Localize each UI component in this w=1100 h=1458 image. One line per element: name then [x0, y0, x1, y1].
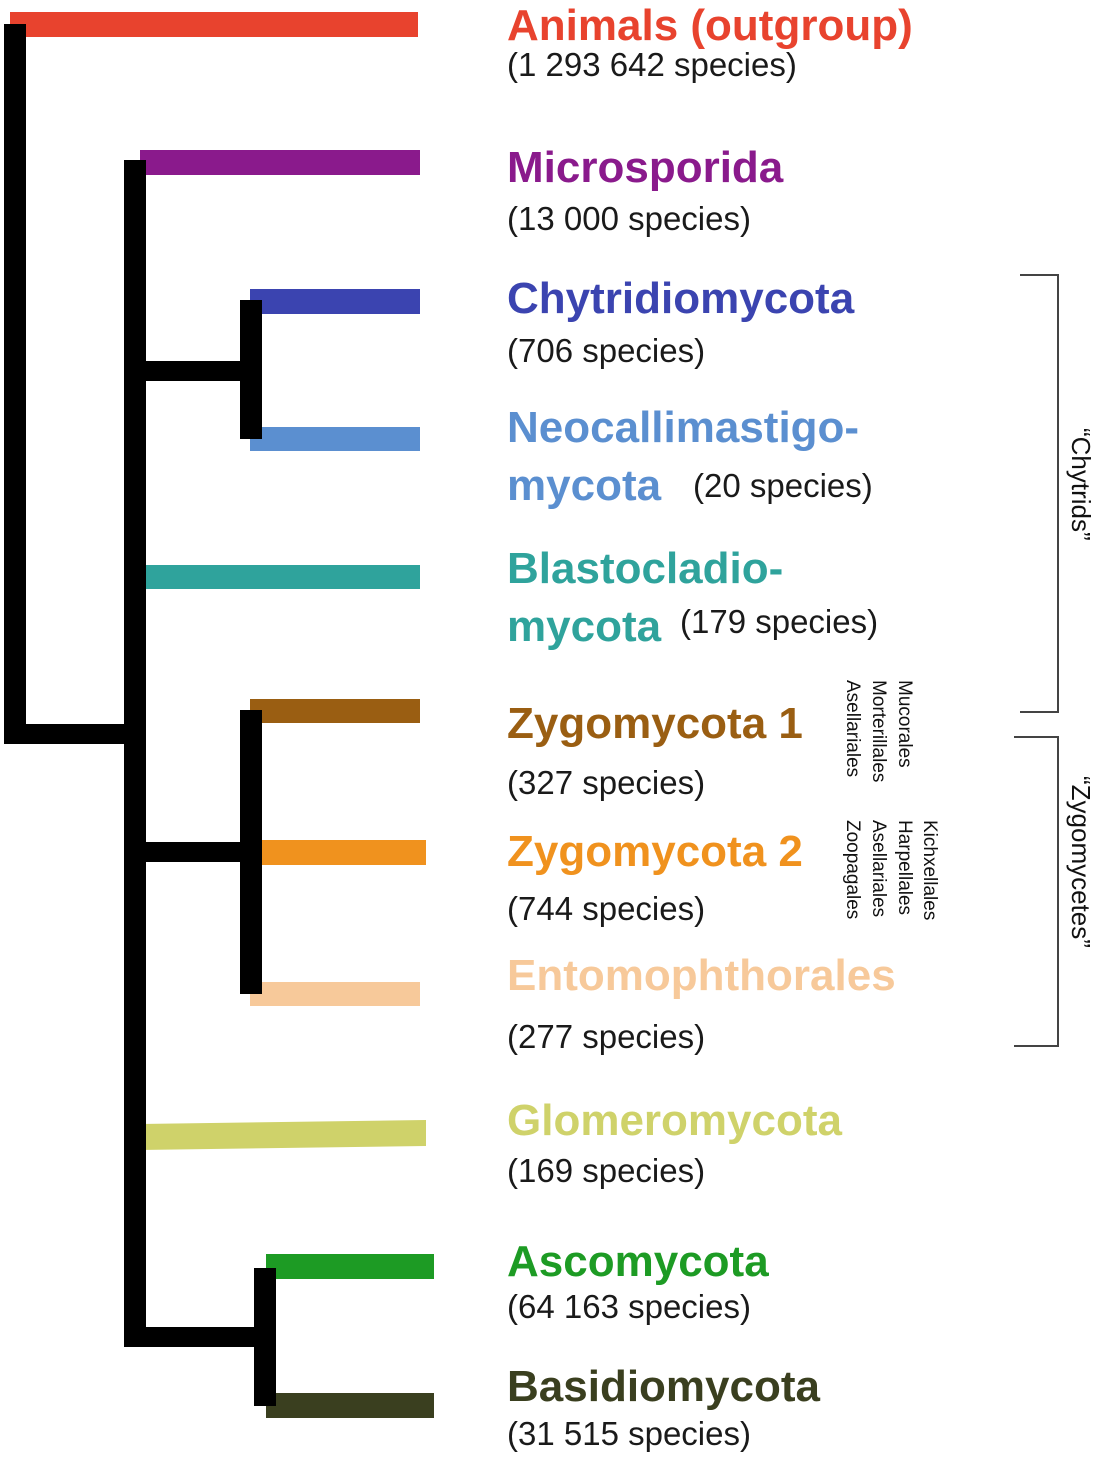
taxon-name-ascomycota: Ascomycota: [507, 1237, 769, 1286]
order-label-harpellales: Harpellales: [894, 820, 915, 916]
taxon-name-glomeromycota: Glomeromycota: [507, 1096, 842, 1145]
leaf-branch-microsporida: [140, 150, 420, 175]
group-label-zygomycetes: “Zygomycetes”: [1066, 776, 1096, 948]
taxon-name-zygomycota2: Zygomycota 2: [507, 827, 803, 876]
leaf-branch-blastocladiomycota: [140, 565, 420, 589]
taxon-name-microsporida: Microsporida: [507, 143, 784, 192]
chytrid-stem: [124, 361, 252, 381]
group-brackets: [1014, 274, 1059, 1047]
taxon-name-animals: Animals (outgroup): [507, 1, 913, 50]
chytrid-vertical: [240, 300, 262, 439]
order-label-asellariales: Asellariales: [842, 680, 863, 778]
taxon-name-blastocladiomycota-line1: Blastocladio-: [507, 544, 784, 593]
leaf-branch-chytridiomycota: [250, 289, 420, 314]
dikarya-stem: [124, 1327, 266, 1347]
order-label-asellariales-2: Asellariales: [868, 820, 889, 918]
taxon-name-entomophthorales: Entomophthorales: [507, 951, 896, 1000]
species-count-blastocladiomycota: (179 species): [680, 603, 879, 640]
leaf-branch-animals: [10, 12, 418, 37]
dikarya-vertical: [254, 1268, 276, 1406]
zygo-stem: [124, 842, 252, 862]
leaf-branch-basidiomycota: [266, 1393, 434, 1418]
taxon-name-zygomycota1: Zygomycota 1: [507, 699, 803, 748]
leaf-branch-entomophthorales: [250, 982, 420, 1006]
order-label-mucorales: Mucorales: [894, 680, 915, 768]
leaf-branch-glomeromycota: [140, 1120, 426, 1150]
leaf-branch-neocallimastigomycota: [250, 427, 420, 451]
internal-branches: [4, 24, 276, 1406]
species-count-zygomycota1: (327 species): [507, 764, 706, 801]
order-label-morterillales: Morterillales: [868, 680, 889, 783]
taxon-name-blastocladiomycota-line2: mycota: [507, 602, 662, 651]
species-count-neocallimastigomycota: (20 species): [693, 467, 873, 504]
order-label-kichxellales: Kichxellales: [919, 820, 940, 921]
species-count-microsporida: (13 000 species): [507, 200, 751, 237]
taxon-name-chytridiomycota: Chytridiomycota: [507, 274, 855, 323]
bracket-chytrids: [1020, 274, 1059, 713]
species-count-glomeromycota: (169 species): [507, 1152, 706, 1189]
species-count-entomophthorales: (277 species): [507, 1018, 706, 1055]
order-label-zoopagales: Zoopagales: [842, 820, 863, 920]
leaf-branch-zygomycota2: [250, 840, 426, 865]
species-count-chytridiomycota: (706 species): [507, 332, 706, 369]
taxon-name-neocallimastigomycota-line2: mycota: [507, 461, 662, 510]
fungi-vertical: [124, 160, 146, 1338]
species-count-animals: (1 293 642 species): [507, 46, 797, 83]
root-vertical: [4, 24, 26, 734]
leaf-branch-ascomycota: [266, 1254, 434, 1279]
root-to-fungi: [4, 724, 144, 744]
species-count-ascomycota: (64 163 species): [507, 1288, 751, 1325]
group-label-chytrids: “Chytrids”: [1066, 428, 1096, 541]
taxon-name-basidiomycota: Basidiomycota: [507, 1362, 820, 1411]
zygo-vertical: [240, 710, 262, 994]
taxon-name-neocallimastigomycota-line1: Neocallimastigo-: [507, 403, 860, 452]
species-count-zygomycota2: (744 species): [507, 890, 706, 927]
species-count-basidiomycota: (31 515 species): [507, 1415, 751, 1452]
bracket-zygomycetes: [1014, 736, 1059, 1047]
leaf-branch-zygomycota1: [250, 699, 420, 723]
